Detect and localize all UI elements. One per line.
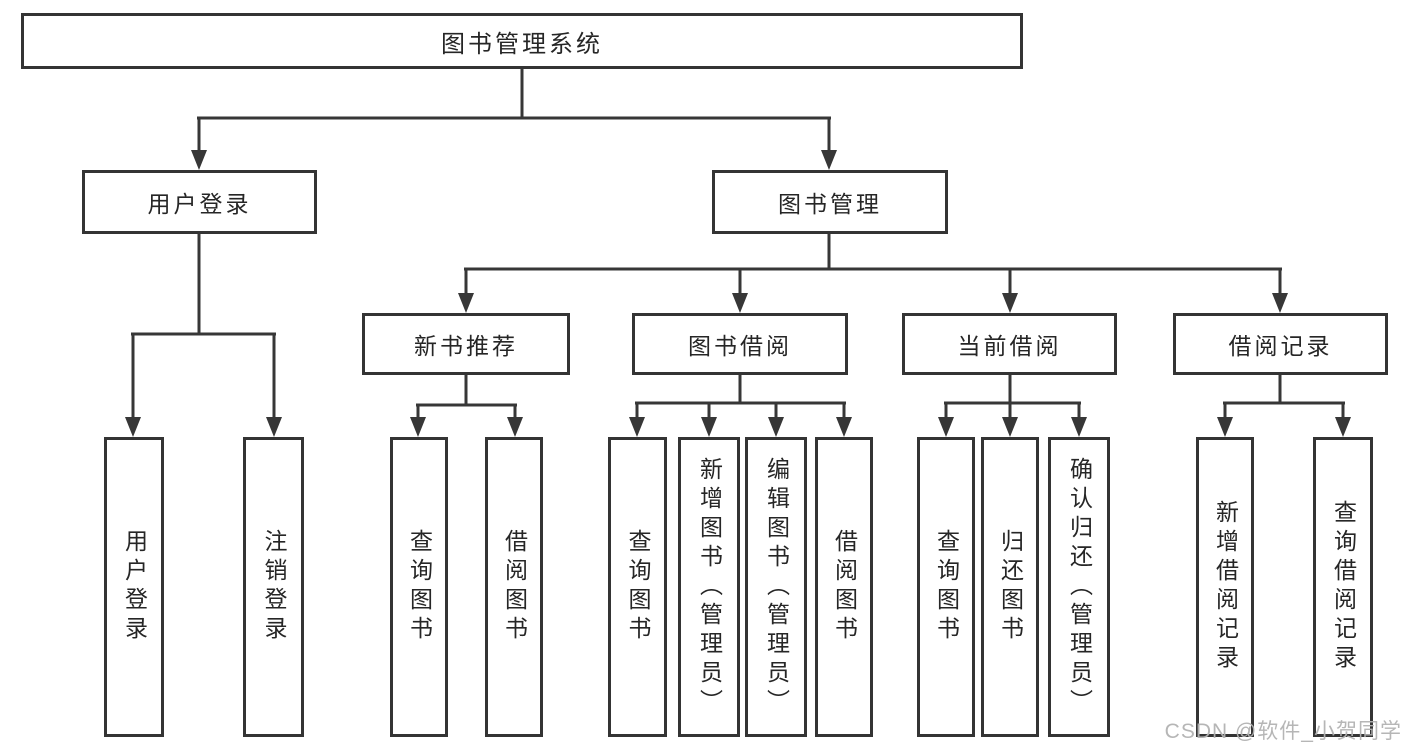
node-label: 新书推荐 [414, 333, 518, 359]
node-book-management: 图书管理 [712, 170, 948, 234]
arrow-down-icon [458, 293, 474, 313]
arrow-down-icon [410, 417, 426, 437]
leaf-label: 借阅图书 [831, 529, 858, 645]
arrow-down-icon [1217, 417, 1233, 437]
arrow-down-icon [266, 417, 282, 437]
leaf-borrow-books: 借阅图书 [815, 437, 873, 737]
node-user-login: 用户登录 [82, 170, 317, 234]
arrow-down-icon [629, 417, 645, 437]
arrow-down-icon [1071, 417, 1087, 437]
node-library-management-system: 图书管理系统 [21, 13, 1023, 69]
node-new-book-recommend: 新书推荐 [362, 313, 570, 375]
leaf-label: 新增图书（管理员） [696, 456, 723, 718]
leaf-user-login: 用户登录 [104, 437, 164, 737]
branch-borrow-records [1217, 375, 1351, 437]
leaf-query-borrow-record: 查询借阅记录 [1313, 437, 1373, 737]
branch-book-management [458, 234, 1288, 313]
node-label: 图书管理 [778, 191, 882, 217]
arrow-down-icon [1335, 417, 1351, 437]
leaf-label: 查询图书 [406, 529, 433, 645]
leaf-label: 注销登录 [261, 529, 287, 645]
node-borrow-records: 借阅记录 [1173, 313, 1388, 375]
leaf-label: 查询借阅记录 [1330, 500, 1357, 674]
arrow-down-icon [507, 417, 523, 437]
branch-root [191, 68, 837, 170]
arrow-down-icon [125, 417, 141, 437]
leaf-query-books: 查询图书 [390, 437, 448, 737]
leaf-label: 借阅图书 [501, 529, 528, 645]
leaf-label: 确认归还（管理员） [1066, 456, 1093, 718]
node-label: 借阅记录 [1228, 333, 1333, 359]
node-label: 用户登录 [147, 191, 252, 217]
arrow-down-icon [701, 417, 717, 437]
leaf-borrow-books: 借阅图书 [485, 437, 543, 737]
arrow-down-icon [768, 417, 784, 437]
arrow-down-icon [191, 150, 207, 170]
leaf-label: 新增借阅记录 [1212, 500, 1239, 674]
leaf-label: 编辑图书（管理员） [763, 456, 790, 718]
arrow-down-icon [836, 417, 852, 437]
leaf-edit-books-admin: 编辑图书（管理员） [745, 437, 807, 737]
leaf-confirm-return-admin: 确认归还（管理员） [1048, 437, 1110, 737]
node-book-borrowing: 图书借阅 [632, 313, 848, 375]
arrow-down-icon [732, 293, 748, 313]
leaf-add-borrow-record: 新增借阅记录 [1196, 437, 1254, 737]
arrow-down-icon [938, 417, 954, 437]
leaf-add-books-admin: 新增图书（管理员） [678, 437, 740, 737]
csdn-watermark: CSDN @软件_小贺同学 [1164, 720, 1402, 743]
leaf-label: 查询图书 [625, 529, 651, 645]
leaf-logout: 注销登录 [243, 437, 304, 737]
arrow-down-icon [1002, 293, 1018, 313]
node-label: 图书借阅 [688, 333, 792, 359]
leaf-label: 归还图书 [997, 529, 1024, 645]
leaf-return-books: 归还图书 [981, 437, 1039, 737]
leaf-label: 用户登录 [121, 529, 148, 645]
leaf-query-books: 查询图书 [608, 437, 667, 737]
branch-new-book-rec [410, 375, 523, 437]
node-label: 当前借阅 [957, 333, 1062, 359]
branch-book-borrow [629, 375, 852, 437]
leaf-label: 查询图书 [933, 529, 960, 645]
leaf-query-books: 查询图书 [917, 437, 975, 737]
arrow-down-icon [1002, 417, 1018, 437]
arrow-down-icon [821, 150, 837, 170]
branch-user-login [125, 234, 282, 437]
arrow-down-icon [1272, 293, 1288, 313]
node-current-borrowing: 当前借阅 [902, 313, 1117, 375]
branch-current-borrow [938, 375, 1087, 437]
node-label: 图书管理系统 [441, 30, 603, 58]
